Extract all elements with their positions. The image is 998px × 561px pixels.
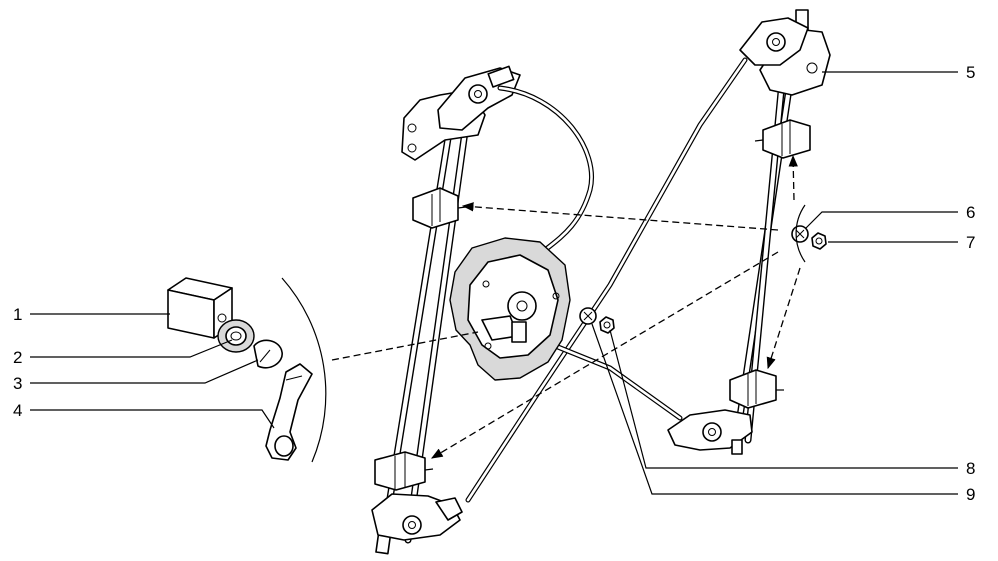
callout-2: 2 (13, 348, 22, 367)
callout-5: 5 (966, 63, 975, 82)
callout-7: 7 (966, 233, 975, 252)
left-top-slider (401, 65, 521, 161)
right-lower-clip (729, 369, 784, 409)
right-bottom-pulley (667, 409, 753, 455)
exploded-view-lines (281, 154, 806, 463)
nut-9 (599, 316, 615, 334)
callout-6: 6 (966, 203, 975, 222)
nut-7 (811, 232, 827, 250)
callout-4: 4 (13, 401, 22, 420)
washer-8 (579, 307, 597, 325)
callout-1: 1 (13, 305, 22, 324)
callout-leaders (30, 71, 958, 495)
crank-handle (265, 363, 313, 461)
callout-3: 3 (13, 374, 22, 393)
left-bottom-pulley (371, 493, 463, 541)
left-lower-clip (374, 451, 434, 491)
callout-labels: 1 2 3 4 5 6 7 8 9 (13, 63, 975, 504)
callout-8: 8 (966, 459, 975, 478)
cable-drum-housing (449, 237, 571, 381)
washer-6 (791, 225, 809, 243)
regulator-cables (465, 57, 748, 503)
retaining-clip (253, 339, 283, 369)
right-top-slider (739, 17, 831, 96)
escutcheon-ring (217, 319, 255, 353)
callout-9: 9 (966, 485, 975, 504)
right-upper-clip (754, 119, 811, 159)
